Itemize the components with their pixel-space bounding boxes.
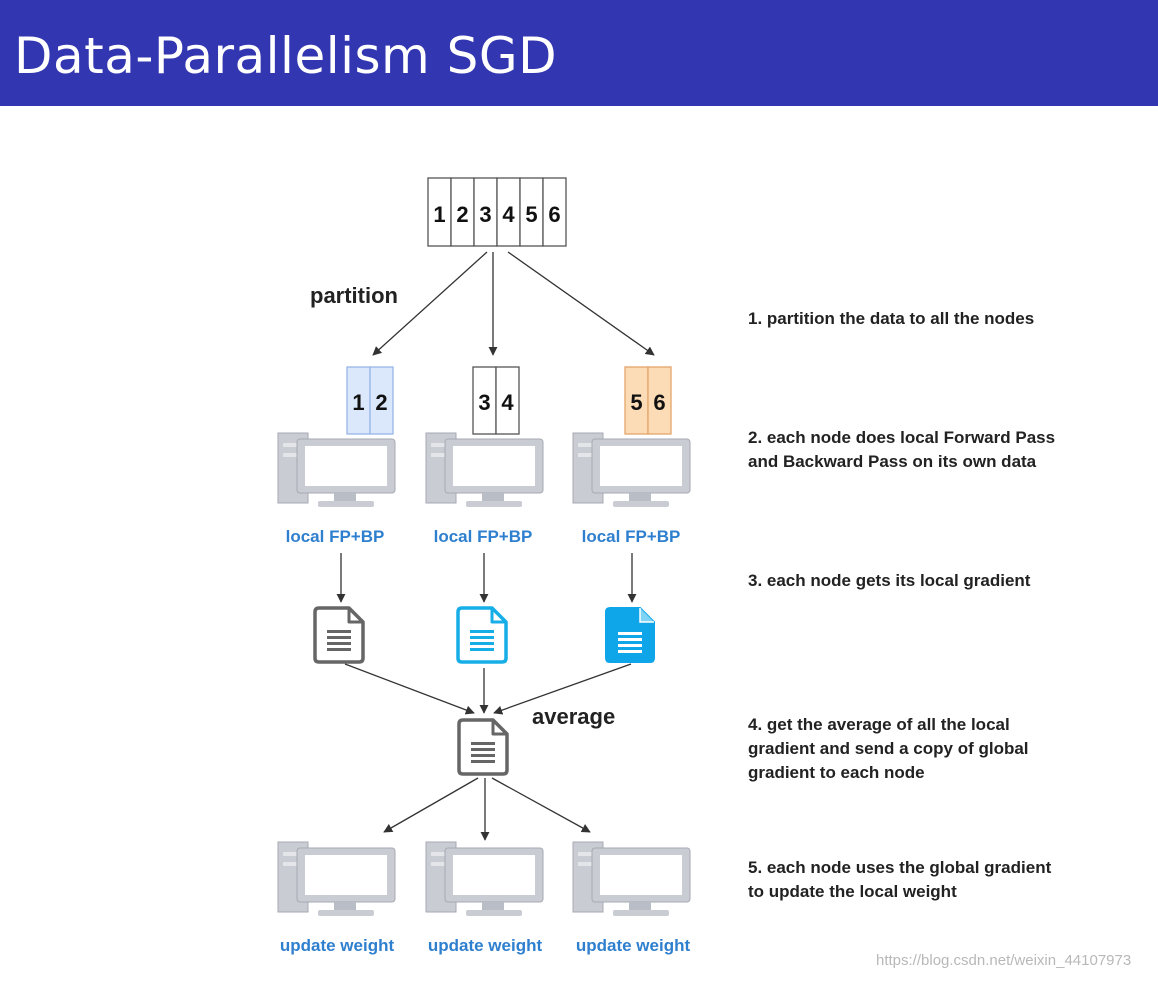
step-1: 1. partition the data to all the nodes [748, 307, 1138, 331]
computer-icon [277, 841, 396, 916]
document-icon [605, 607, 655, 663]
step-5-line-1: 5. each node uses the global gradient [748, 858, 1052, 877]
partition-block-label: 6 [653, 390, 665, 415]
document-icon [456, 606, 508, 664]
data-block-label: 5 [525, 202, 537, 227]
step-5-line-2: to update the local weight [748, 882, 957, 901]
step-1-line-1: 1. partition the data to all the nodes [748, 309, 1035, 328]
update-label-3: update weight [576, 936, 691, 955]
document-icon [457, 718, 509, 776]
slide-title: Data-Parallelism SGD [14, 27, 558, 85]
partition-arrows [372, 251, 655, 356]
step-2-line-2: and Backward Pass on its own data [748, 452, 1037, 471]
computer-icon [572, 432, 691, 507]
computer-icon [277, 432, 396, 507]
step-3: 3. each node gets its local gradient [748, 569, 1138, 593]
partition-block-label: 1 [352, 390, 364, 415]
partition-block [369, 366, 394, 435]
update-label-2: update weight [428, 936, 543, 955]
node-label-3: local FP+BP [582, 527, 681, 546]
distribute-arrows [383, 777, 591, 841]
step-5: 5. each node uses the global gradient to… [748, 856, 1138, 904]
node-label-2: local FP+BP [434, 527, 533, 546]
step-4-line-2: gradient and send a copy of global [748, 739, 1029, 758]
document-icon [313, 606, 365, 664]
updated-nodes [277, 841, 691, 916]
partition-block [647, 366, 672, 435]
partition-label: partition [310, 283, 398, 308]
worker-nodes [277, 432, 691, 507]
data-block-label: 3 [479, 202, 491, 227]
partition-block-label: 3 [478, 390, 490, 415]
step-4-line-3: gradient to each node [748, 763, 925, 782]
data-block-label: 4 [502, 202, 515, 227]
node-label-1: local FP+BP [286, 527, 385, 546]
computer-icon [572, 841, 691, 916]
partition-block-label: 4 [501, 390, 514, 415]
step-4-line-1: 4. get the average of all the local [748, 715, 1010, 734]
data-block-label: 1 [433, 202, 445, 227]
title-bar: Data-Parallelism SGD [0, 0, 1158, 106]
partition-block-label: 5 [630, 390, 642, 415]
update-label-1: update weight [280, 936, 395, 955]
data-block [542, 177, 567, 247]
watermark: https://blog.csdn.net/weixin_44107973 [876, 952, 1132, 969]
step-3-line-1: 3. each node gets its local gradient [748, 571, 1031, 590]
computer-icon [425, 841, 544, 916]
computer-icon [425, 432, 544, 507]
average-arrows [344, 663, 632, 715]
local-gradients [313, 606, 655, 664]
step-2-line-1: 2. each node does local Forward Pass [748, 428, 1056, 447]
average-label: average [532, 704, 615, 729]
gradient-arrows [336, 553, 637, 603]
data-block-label: 6 [548, 202, 560, 227]
global-gradient [457, 718, 509, 776]
data-block-label: 2 [456, 202, 468, 227]
partition-block-label: 2 [375, 390, 387, 415]
partition-block [495, 366, 520, 435]
step-4: 4. get the average of all the local grad… [748, 713, 1138, 785]
step-2: 2. each node does local Forward Pass and… [748, 426, 1138, 474]
